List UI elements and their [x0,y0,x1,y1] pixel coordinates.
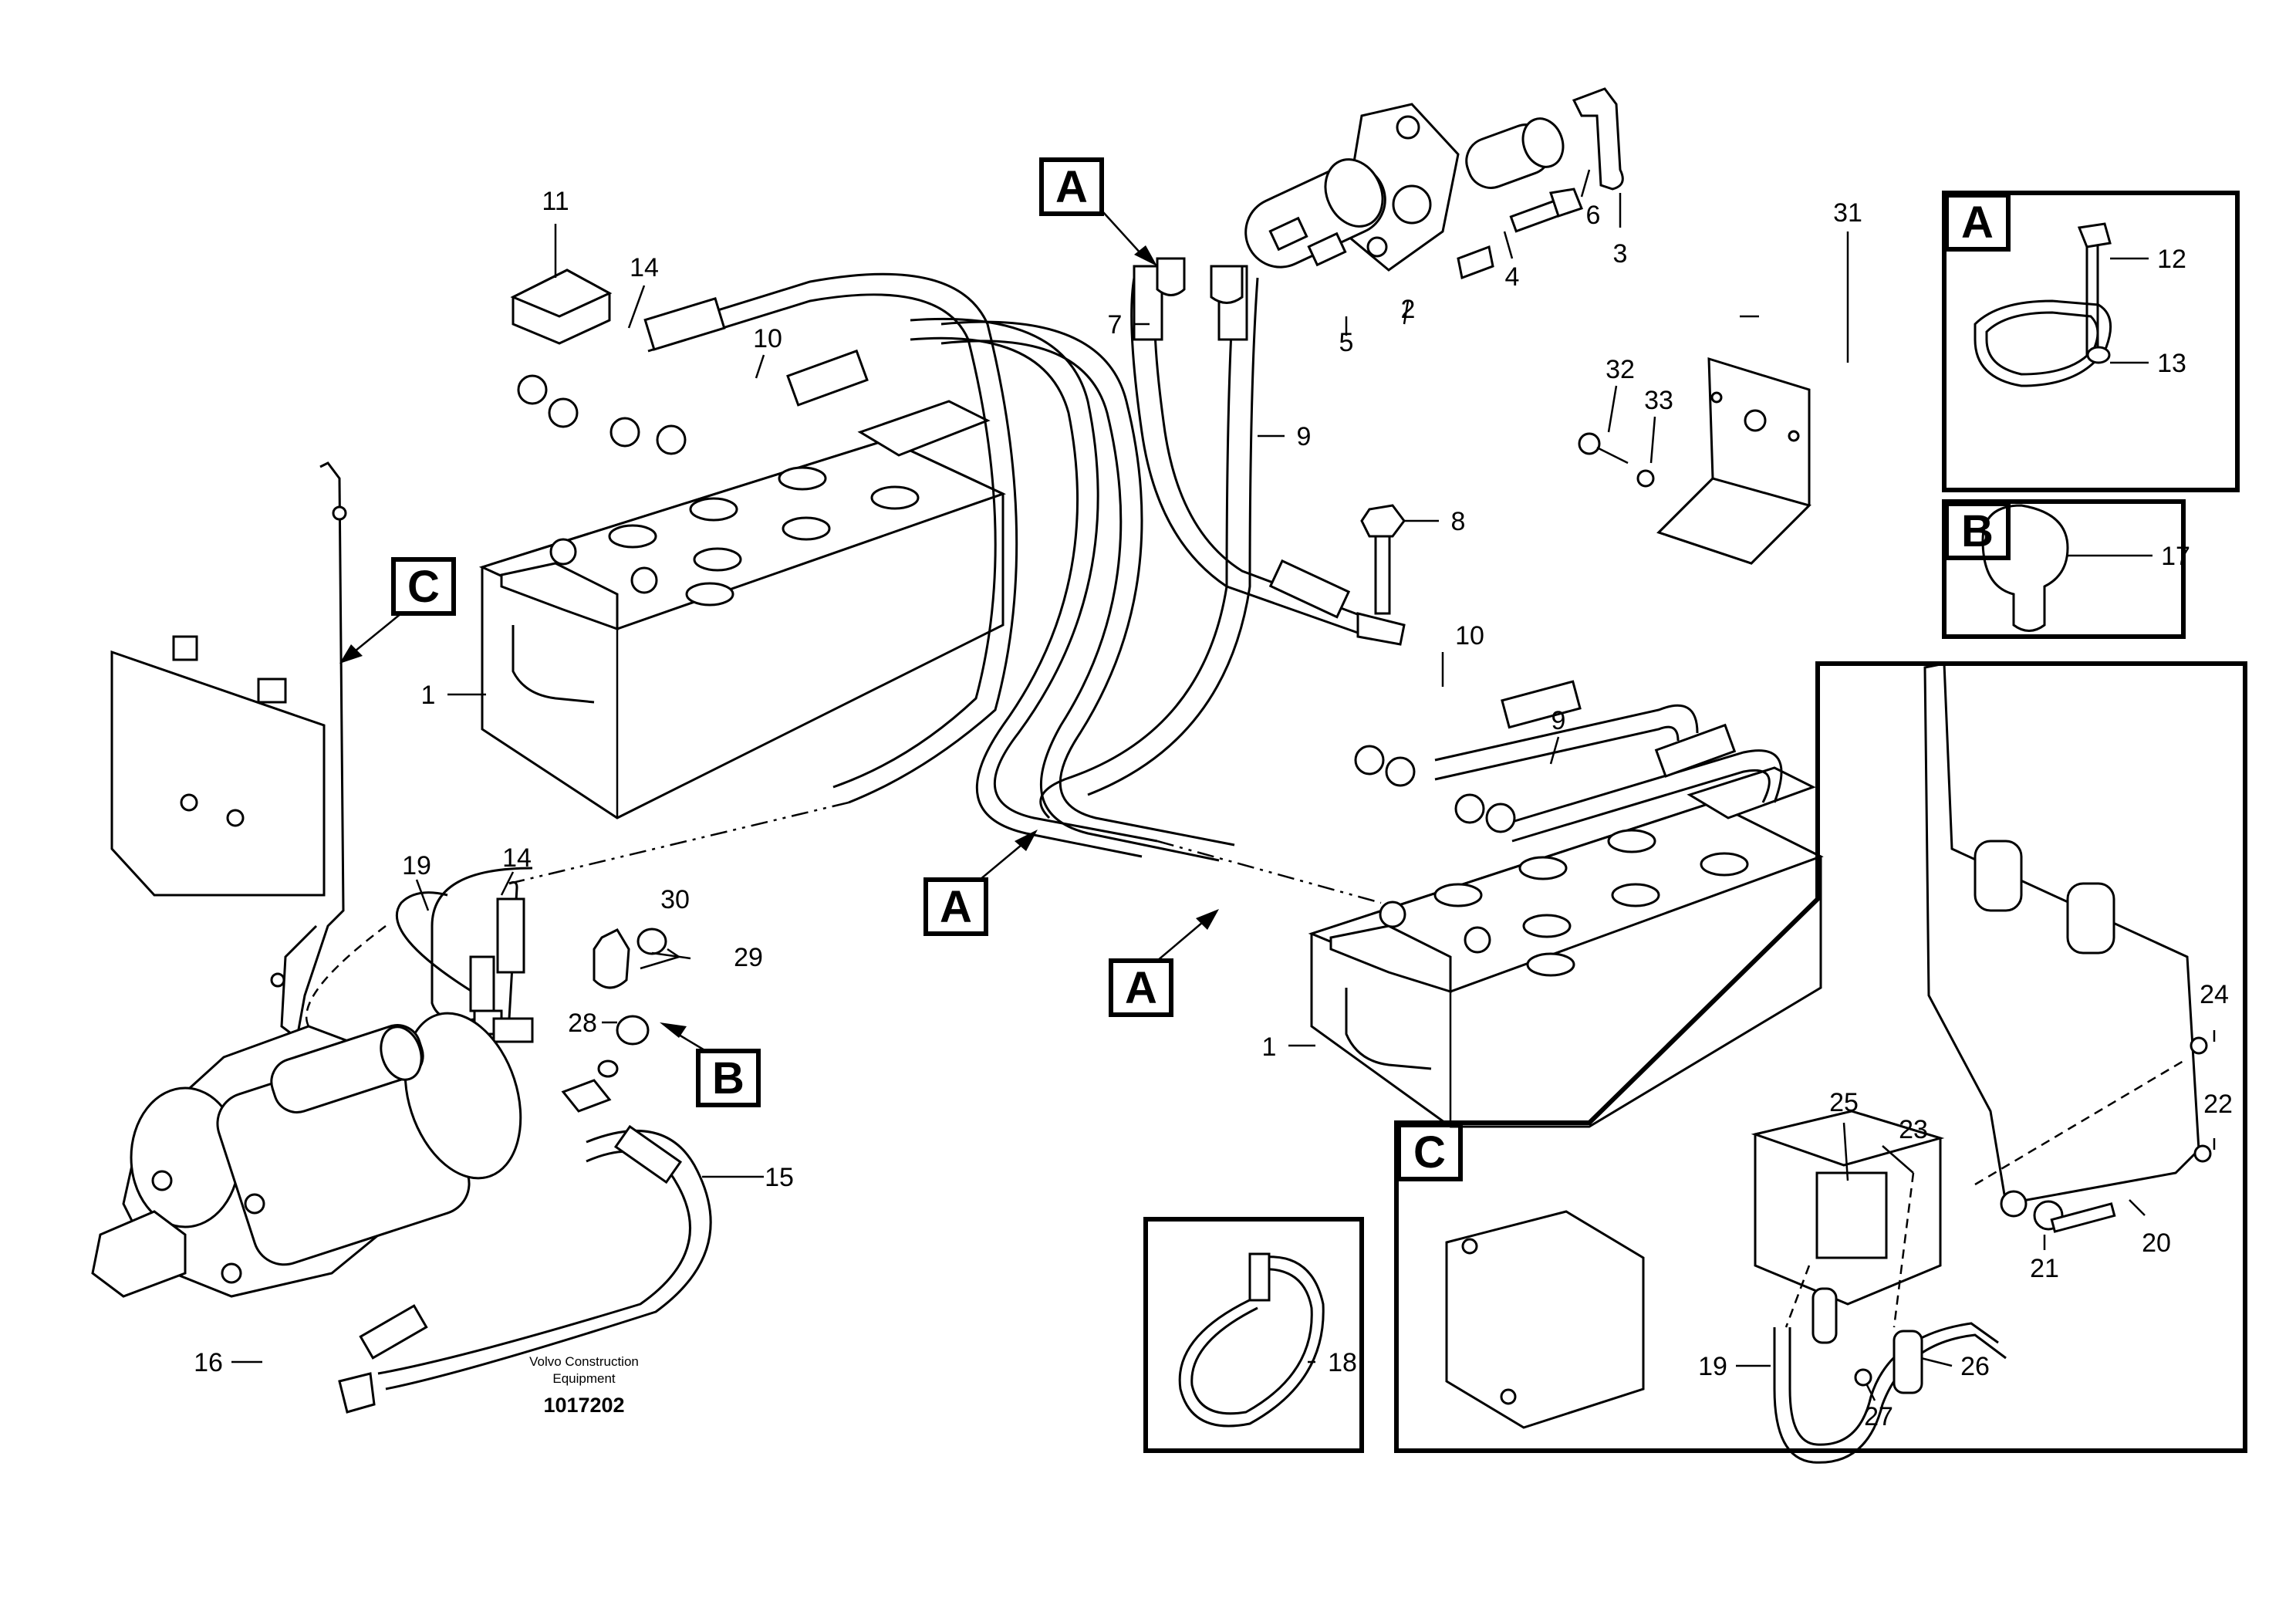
callout-4: 4 [1505,262,1520,292]
callout-26: 26 [1960,1352,1990,1381]
callout-13: 13 [2157,349,2186,378]
callout-9-right: 9 [1551,706,1566,735]
callout-23: 23 [1899,1115,1928,1144]
ref-a-right-label: A [1125,963,1157,1013]
publisher-credit: Volvo Construction Equipment 1017202 [529,1354,639,1417]
ref-box-a-right: A [1109,909,1219,1017]
ref-c-left-label: C [407,562,440,612]
battery-switch [1244,87,1624,280]
battery-left-caps [608,466,920,607]
credit-line-1: Volvo Construction [529,1354,639,1369]
callout-14-bottom: 14 [502,843,532,873]
callout-28: 28 [568,1009,597,1038]
terminal-clamps [517,374,1516,833]
ref-b-bottom-label: B [712,1053,745,1103]
callout-20: 20 [2142,1228,2171,1258]
cable-sleeves [359,265,1737,1360]
ref-box-c-left: C [339,557,456,664]
starter-motor [91,1012,522,1298]
callout-1-right: 1 [1262,1032,1277,1062]
battery-right [1308,766,1824,1128]
cables [305,272,1783,1391]
svg-text:B: B [1961,506,1994,556]
callout-16: 16 [194,1348,223,1377]
callout-24: 24 [2200,980,2229,1009]
inset-b-parts [1981,504,2069,632]
ref-a-center-label: A [940,882,972,932]
ref-box-b-top: A [1039,157,1157,266]
callout-27: 27 [1864,1402,1893,1431]
callout-18: 18 [1328,1348,1357,1377]
callout-10-left: 10 [753,324,782,353]
callout-11: 11 [542,187,569,216]
callout-30: 30 [660,885,690,914]
inset-c-label: C [1396,1123,1463,1181]
callout-29: 29 [734,943,763,972]
inset-c-parts [1445,662,2212,1464]
leader-lines [231,169,2216,1401]
credit-line-2: Equipment [552,1371,616,1386]
callout-19-inset: 19 [1698,1352,1727,1381]
callout-33: 33 [1644,386,1673,415]
callout-21: 21 [2030,1254,2059,1283]
callout-22: 22 [2203,1090,2233,1119]
terminal-cover-11 [510,269,613,345]
callout-32: 32 [1606,355,1635,384]
svg-text:A: A [1961,198,1994,248]
inset-a-parts [1974,222,2112,387]
callout-14-top: 14 [630,253,659,282]
inset-frames [1143,191,2247,1453]
ref-box-b-bottom: B [660,1022,761,1107]
callout-1-left: 1 [421,681,436,710]
battery-left [478,400,1006,819]
callout-numbers: 1 1 2 3 4 5 6 7 8 9 9 10 10 11 12 13 14 … [194,187,2233,1431]
battery-right-caps [1433,829,1749,977]
callout-5: 5 [1339,328,1354,357]
callout-15: 15 [765,1163,794,1192]
reference-boxes: A C A A B A [339,157,2011,1181]
bracket-31 [1578,357,1811,565]
inset-a-label: A [1944,193,2011,252]
ref-b-top-label: A [1055,162,1088,212]
parts-28-29-30 [593,928,667,1078]
callout-9-top: 9 [1297,422,1312,451]
callout-3: 3 [1613,239,1628,269]
inset-b-label: B [1944,502,2011,560]
mounting-plate-left [110,461,347,1040]
callout-31: 31 [1833,198,1862,228]
cable-tie-18 [1178,1252,1325,1428]
bolt-8 [1360,504,1406,615]
document-number: 1017202 [543,1394,624,1417]
ref-box-a-center: A [923,830,1038,936]
callout-8: 8 [1451,507,1466,536]
callout-12: 12 [2157,245,2186,274]
callout-6: 6 [1586,201,1601,230]
svg-text:C: C [1413,1127,1446,1178]
callout-7: 7 [1108,310,1123,340]
callout-2: 2 [1401,295,1416,324]
callout-19-left: 19 [402,851,431,880]
callout-25: 25 [1829,1088,1859,1117]
callout-10-right: 10 [1455,621,1484,650]
callout-17: 17 [2161,542,2190,571]
